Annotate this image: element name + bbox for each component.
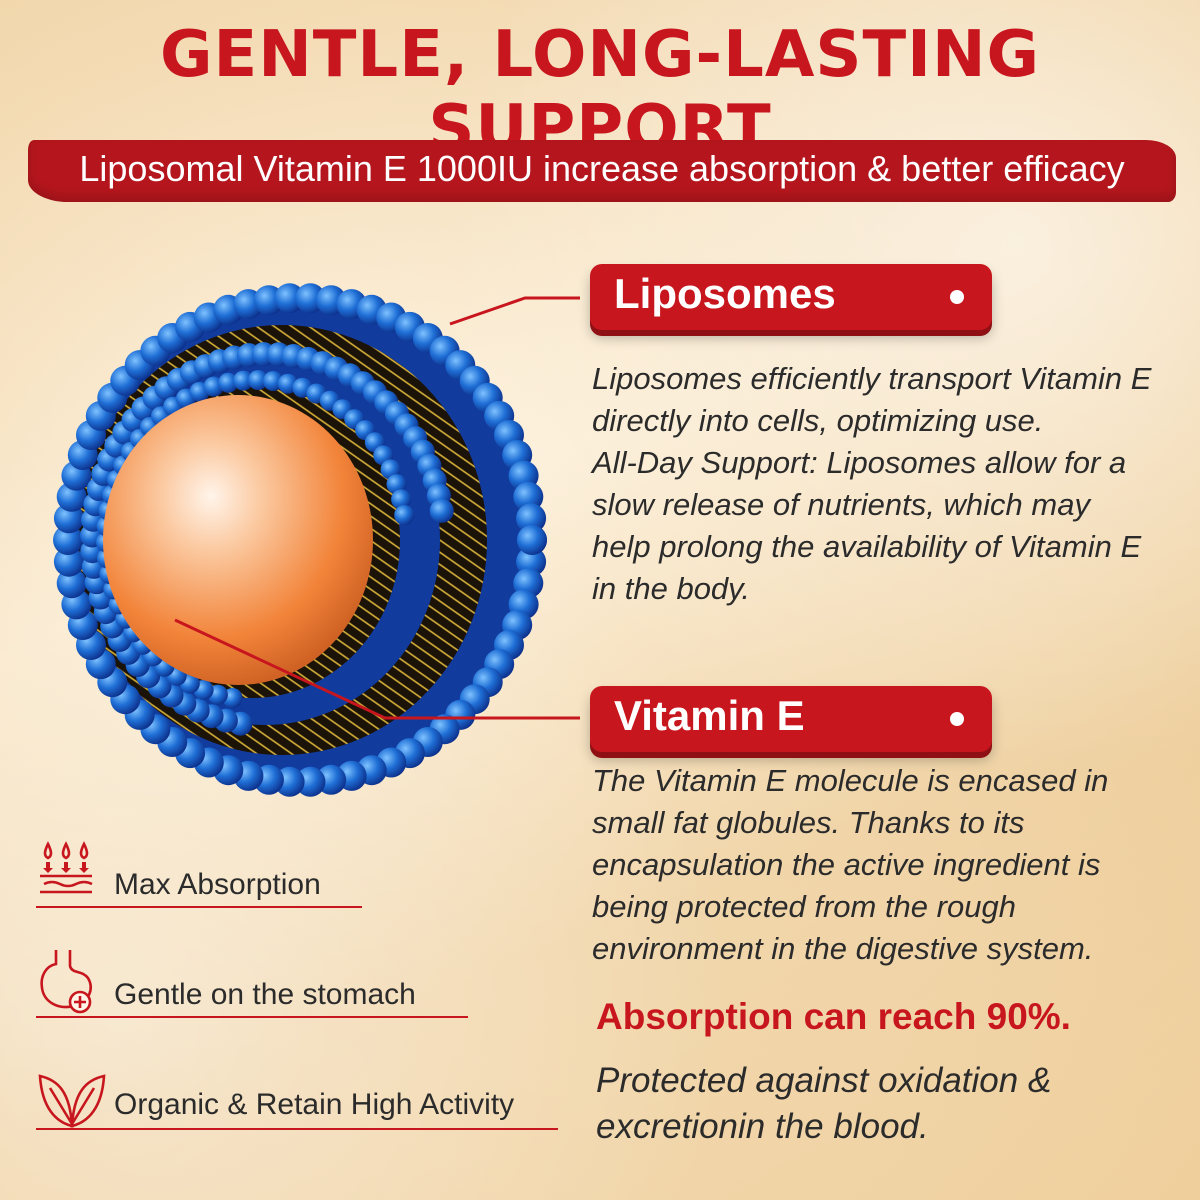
phospholipid-head (391, 489, 412, 510)
page-subtitle: Liposomal Vitamin E 1000IU increase abso… (79, 148, 1125, 189)
bullet-dot-icon (950, 290, 964, 304)
vitamin-e-description: The Vitamin E molecule is encased in sma… (592, 760, 1152, 970)
page-title: GENTLE, LONG-LASTING SUPPORT (159, 18, 1041, 166)
liposomes-paragraph: Liposomes efficiently transport Vitamin … (592, 361, 1152, 438)
phospholipid-head (263, 371, 284, 391)
stomach-icon (40, 950, 92, 1014)
phospholipid-head (248, 370, 269, 390)
feature-underline (36, 906, 362, 908)
vitamin-e-tag: Vitamin E (590, 686, 992, 752)
feature-label: Max Absorption (114, 868, 321, 901)
phospholipid-head (295, 766, 326, 797)
phospholipid-head (429, 498, 454, 523)
bullet-dot-icon (950, 712, 964, 726)
phospholipid-head (386, 474, 407, 495)
vitamin-e-core (103, 395, 373, 685)
liposomes-tag: Liposomes (590, 264, 992, 330)
liposomes-tag-label: Liposomes (614, 270, 836, 317)
phospholipid-head (233, 370, 254, 391)
phospholipid-heads (53, 283, 547, 797)
liposomes-pointer (449, 296, 580, 326)
phospholipid-head (218, 372, 239, 393)
phospholipid-head (53, 546, 84, 577)
phospholipid-head (516, 503, 547, 534)
feature-label: Organic & Retain High Activity (114, 1088, 515, 1121)
leaves-icon (38, 1074, 106, 1128)
phospholipid-head (394, 505, 415, 525)
liposome-diagram (53, 283, 580, 797)
feature-underline (36, 1016, 468, 1018)
vitamin-e-tag-label: Vitamin E (614, 692, 805, 739)
vitamin-e-paragraph: The Vitamin E molecule is encased in sma… (592, 763, 1109, 966)
feature-label: Gentle on the stomach (114, 978, 416, 1011)
absorption-highlight: Absorption can reach 90%. (596, 996, 1071, 1037)
phospholipid-head (517, 525, 547, 555)
phospholipid-head (274, 283, 305, 314)
absorption-drops-icon (40, 841, 93, 894)
all-day-support-paragraph: All-Day Support: Liposomes allow for a s… (592, 445, 1142, 606)
phospholipid-head (53, 525, 83, 555)
liposomes-description: Liposomes efficiently transport Vitamin … (592, 358, 1152, 610)
feature-underline (36, 1128, 558, 1130)
subtitle-band (28, 140, 1176, 202)
vitamin-e-pointer (174, 618, 580, 720)
protected-text: Protected against oxidation & excretioni… (596, 1061, 1052, 1146)
